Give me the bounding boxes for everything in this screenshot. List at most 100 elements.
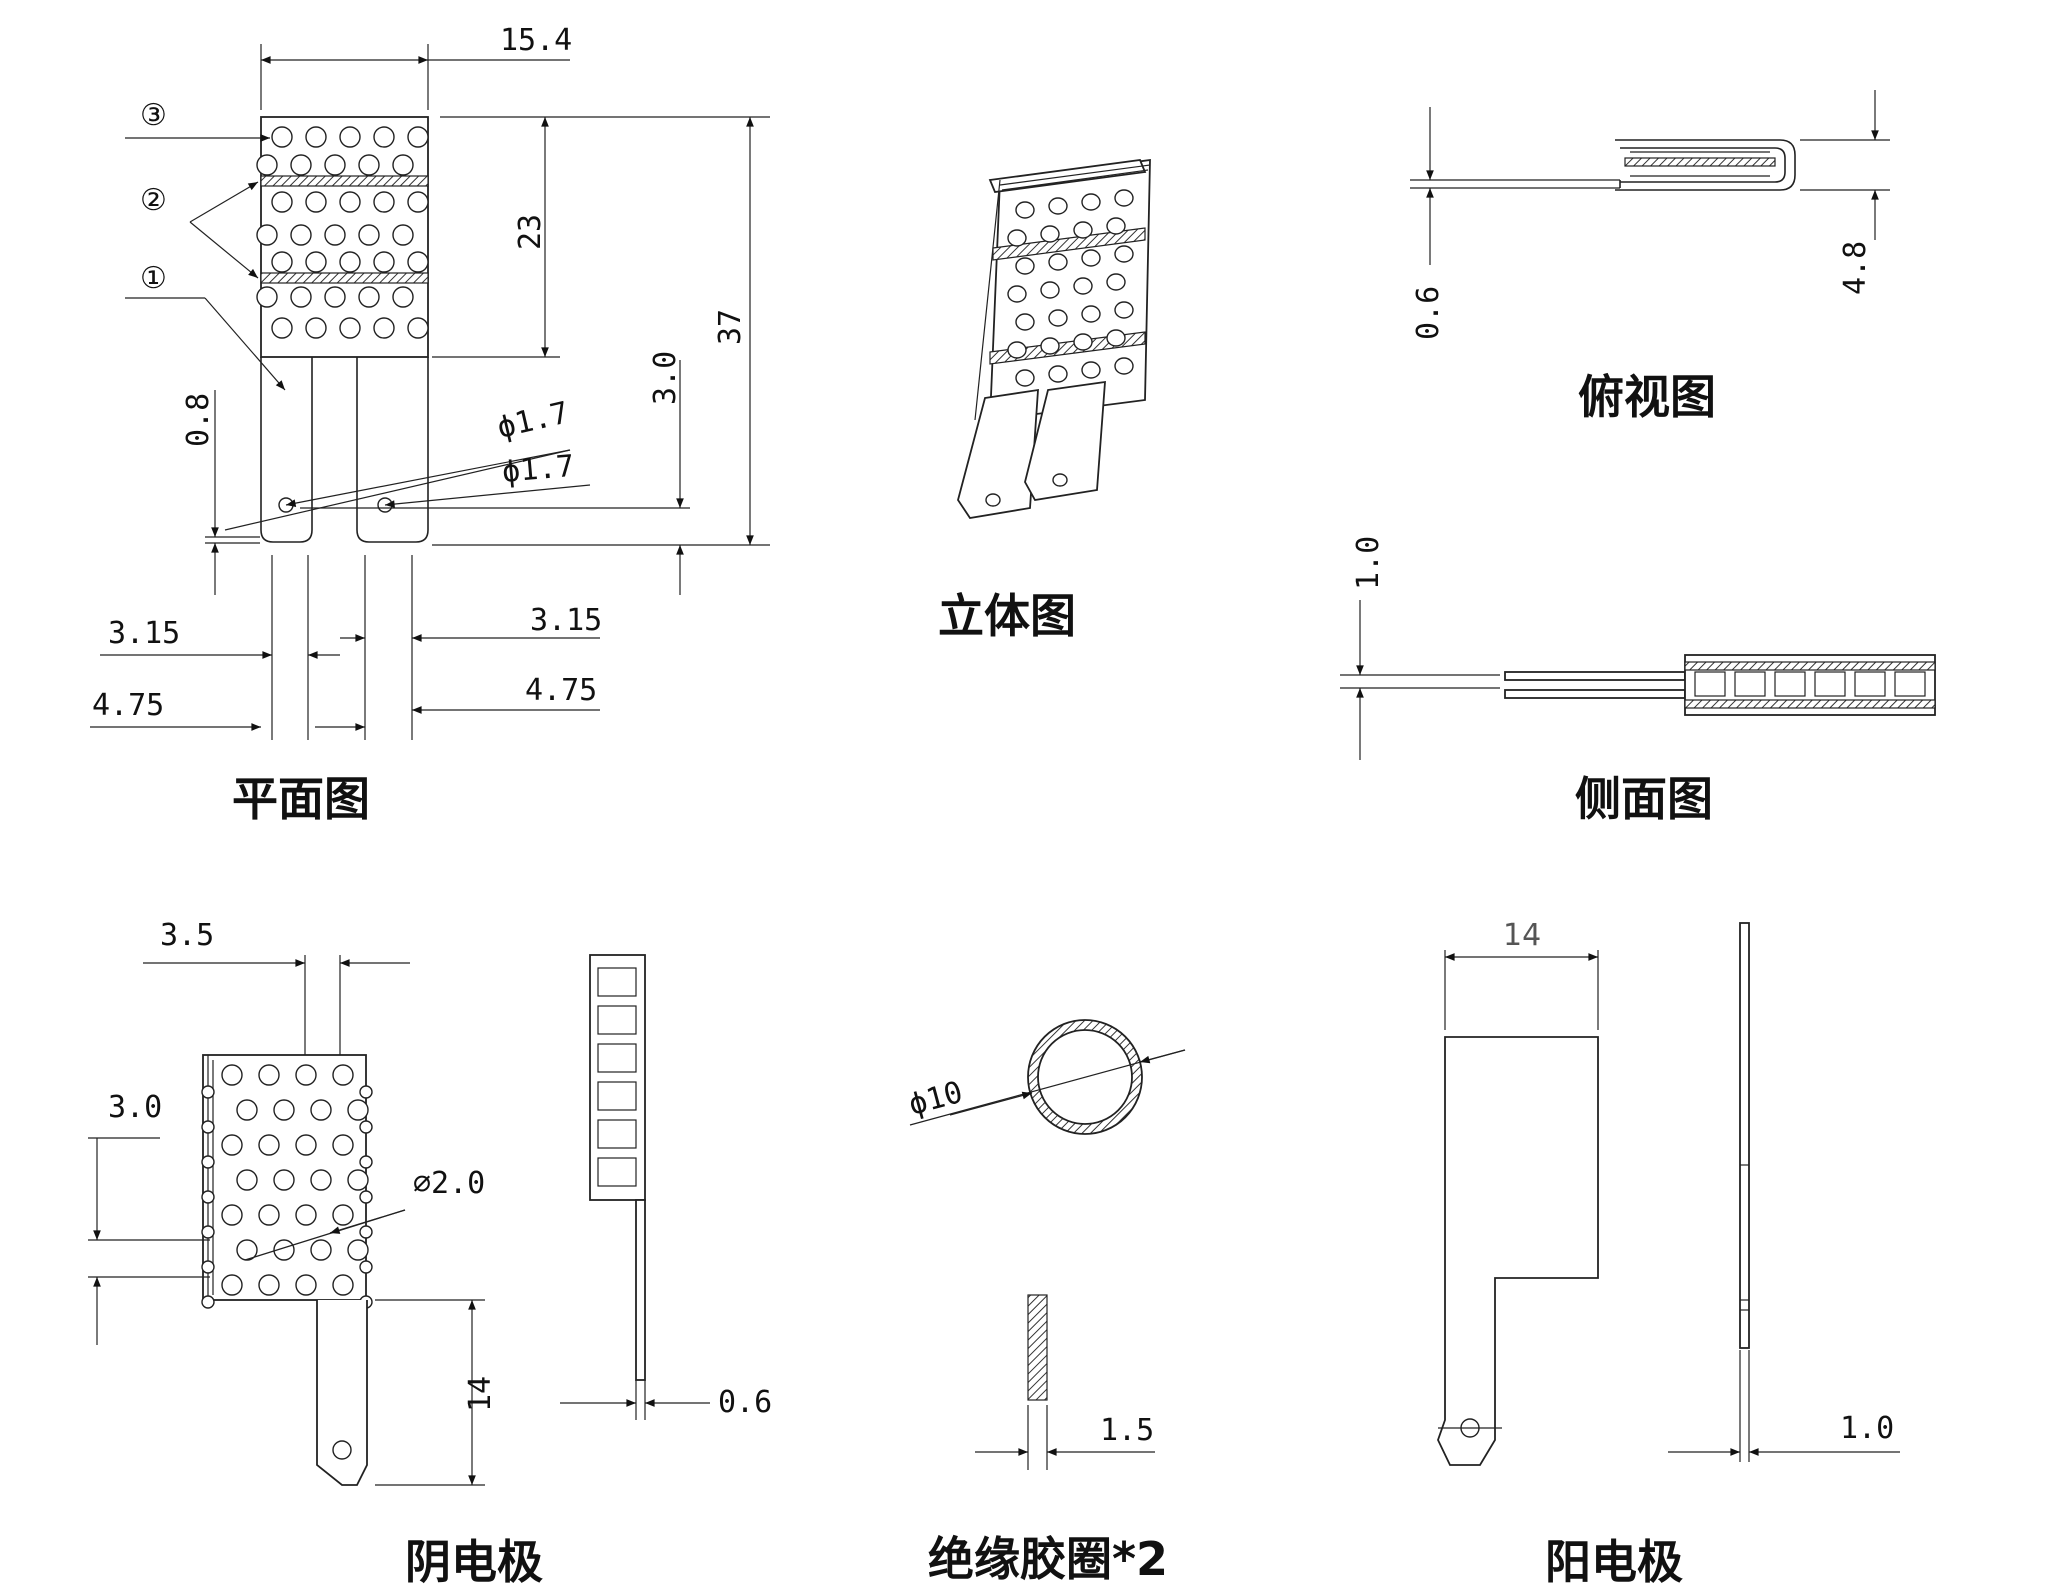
cathode-edge-notch <box>201 1085 215 1099</box>
iso-hole <box>1040 281 1060 299</box>
plan-dim-upper: 23 <box>513 214 548 250</box>
cathode-hole <box>332 1134 354 1156</box>
iso-hole <box>1114 189 1134 207</box>
cathode-edge-notch <box>201 1260 215 1274</box>
caption-cathode: 阴电极 <box>405 1535 543 1589</box>
cathode-dim-pitch: 3.5 <box>160 918 214 953</box>
plan-hole <box>407 191 429 213</box>
cathode-hole <box>295 1204 317 1226</box>
plan-view: 15.4 23 37 3.0 0.8 ϕ1.7 ϕ1.7 3.15 3.15 <box>90 23 770 826</box>
cathode-side-segment <box>597 1081 637 1111</box>
plan-hole <box>256 154 278 176</box>
iso-hole <box>1081 249 1101 267</box>
plan-hole <box>358 286 380 308</box>
top-dim-thickness: 0.6 <box>1411 286 1446 340</box>
iso-hole <box>1048 197 1068 215</box>
cathode-side-segment <box>597 1119 637 1149</box>
cathode-hole <box>310 1099 332 1121</box>
cathode-side-segments <box>597 967 637 1187</box>
plan-hole <box>392 154 414 176</box>
cathode-hole <box>273 1099 295 1121</box>
cathode-hole <box>295 1064 317 1086</box>
plan-dim-total: 37 <box>713 309 748 345</box>
iso-perforation-holes <box>1007 189 1134 387</box>
plan-dim-hole-b: ϕ1.7 <box>501 449 576 490</box>
cathode-edge-notch <box>359 1120 373 1134</box>
cathode-hole <box>310 1239 332 1261</box>
cathode-side-segment <box>597 1043 637 1073</box>
caption-top: 俯视图 <box>1578 370 1716 424</box>
plan-dim-hole-a: ϕ1.7 <box>494 395 572 445</box>
plan-dim-tab-w-right: 3.15 <box>530 603 602 638</box>
cathode-view: 3.5 3.0 ⌀2.0 14 0.6 阴电极 <box>88 918 772 1589</box>
plan-hole <box>358 154 380 176</box>
cathode-edge-notch <box>201 1120 215 1134</box>
cathode-edge-notch <box>201 1155 215 1169</box>
plan-dim-tab-off-right: 4.75 <box>525 673 597 708</box>
iso-hole <box>1106 329 1126 347</box>
cathode-hole <box>221 1204 243 1226</box>
iso-hole <box>1081 305 1101 323</box>
plan-hole <box>305 317 327 339</box>
plan-hole <box>407 251 429 273</box>
plan-hole <box>324 286 346 308</box>
plan-hole <box>392 224 414 246</box>
iso-hole <box>1015 257 1035 275</box>
cathode-hole <box>332 1064 354 1086</box>
cathode-hole <box>347 1169 369 1191</box>
iso-hole <box>1073 221 1093 239</box>
ring-dim-width: 1.5 <box>1100 1413 1154 1448</box>
side-dim-thickness: 1.0 <box>1351 536 1386 590</box>
plan-hole <box>271 251 293 273</box>
cathode-hole <box>236 1169 258 1191</box>
plan-dim-tab-w-left: 3.15 <box>108 616 180 651</box>
side-segment <box>1774 671 1806 697</box>
cathode-edge-notch <box>359 1085 373 1099</box>
side-segment <box>1734 671 1766 697</box>
cathode-hole <box>295 1134 317 1156</box>
cathode-edge-notch <box>201 1190 215 1204</box>
plan-dim-tab-off-left: 4.75 <box>92 688 164 723</box>
cathode-edge-notch <box>359 1190 373 1204</box>
cathode-dim-row: 3.0 <box>108 1090 162 1125</box>
side-segments <box>1694 671 1926 697</box>
cathode-hole <box>273 1169 295 1191</box>
cathode-hole <box>332 1274 354 1296</box>
iso-hole <box>1073 277 1093 295</box>
plan-hole <box>373 126 395 148</box>
plan-dim-tab-gap: 3.0 <box>648 351 683 405</box>
iso-hole <box>1040 225 1060 243</box>
cathode-hole <box>347 1099 369 1121</box>
cathode-hole <box>295 1274 317 1296</box>
iso-hole <box>1081 361 1101 379</box>
cathode-hole <box>273 1239 295 1261</box>
plan-hole <box>271 317 293 339</box>
plan-hole <box>271 191 293 213</box>
iso-hole <box>1015 313 1035 331</box>
top-dim-height: 4.8 <box>1838 241 1873 295</box>
caption-ring: 绝缘胶圈*2 <box>928 1532 1168 1586</box>
iso-hole <box>1106 217 1126 235</box>
plan-hole <box>373 191 395 213</box>
side-segment <box>1854 671 1886 697</box>
cathode-edge-notch <box>201 1295 215 1309</box>
plan-hole <box>373 317 395 339</box>
marker-2: ② <box>140 183 167 218</box>
plan-hole <box>256 224 278 246</box>
plan-hole <box>256 286 278 308</box>
cathode-side-segment <box>597 1005 637 1035</box>
marker-1: ① <box>140 261 167 296</box>
cathode-hole <box>347 1239 369 1261</box>
cathode-perforation-holes <box>201 1064 373 1309</box>
plan-hole <box>271 126 293 148</box>
cathode-hole <box>258 1134 280 1156</box>
cathode-dim-tab-len: 14 <box>463 1376 498 1412</box>
cathode-side-segment <box>597 967 637 997</box>
iso-hole <box>1007 341 1027 359</box>
caption-iso: 立体图 <box>938 589 1076 643</box>
marker-3: ③ <box>140 98 167 133</box>
caption-plan: 平面图 <box>232 772 370 826</box>
plan-hole <box>324 224 346 246</box>
plan-hole <box>339 191 361 213</box>
